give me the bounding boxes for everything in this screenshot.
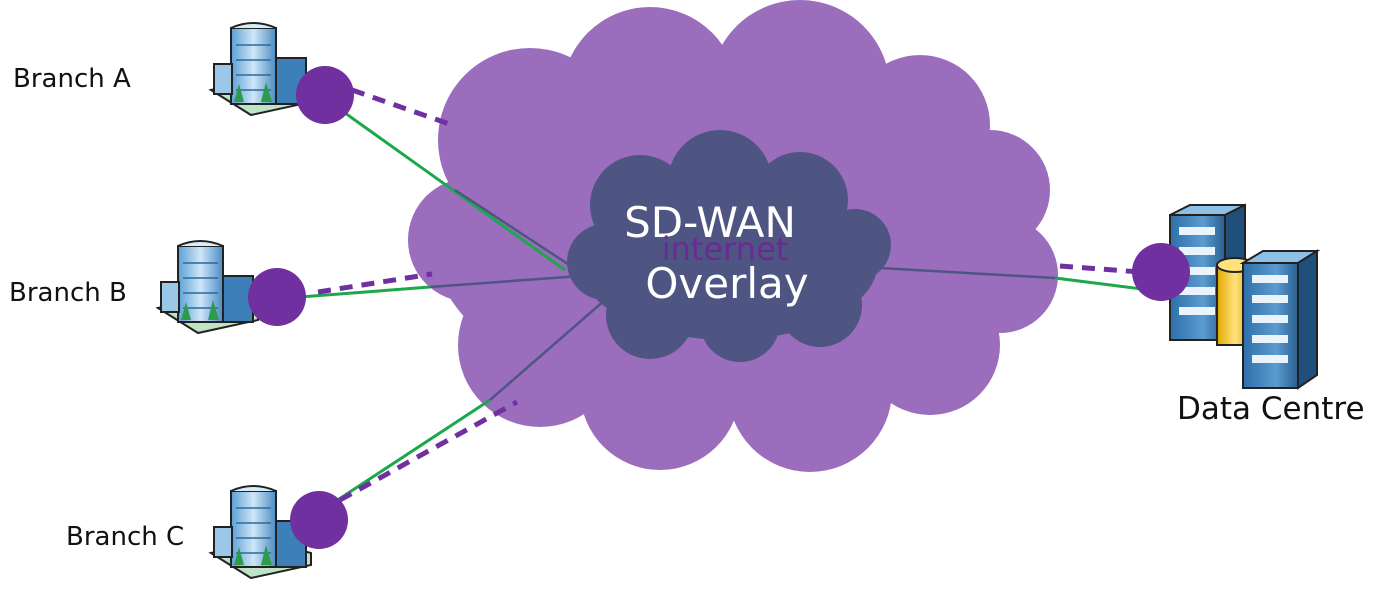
branch-b-label: Branch B xyxy=(9,278,127,308)
overlay-title-line1: SD-WAN xyxy=(624,198,796,247)
branch-b-router-node xyxy=(248,268,306,326)
office-building-icon xyxy=(155,240,259,335)
branch-b-overlay-link xyxy=(429,274,581,289)
internet-cloud xyxy=(408,0,1058,472)
branch-a-building xyxy=(208,22,312,117)
datacentre-label: Data Centre xyxy=(1177,391,1365,427)
branch-b-building xyxy=(155,240,259,335)
links xyxy=(299,87,1151,507)
sdwan-overlay-cloud xyxy=(567,130,891,362)
branch-c-underlay-link xyxy=(329,398,491,507)
branch-c-router-node xyxy=(290,491,348,549)
branch-a-router-node xyxy=(296,66,354,124)
branch-a-label: Branch A xyxy=(13,64,131,94)
branch-a-overlay-link xyxy=(454,188,581,274)
datacenter-servers-icon xyxy=(1169,203,1321,390)
branch-a-tunnel xyxy=(351,87,456,129)
datacentre-router-node xyxy=(1132,243,1190,301)
internet-label: internet xyxy=(661,230,789,268)
branch-b-underlay-link xyxy=(299,285,431,299)
branch-c-label: Branch C xyxy=(66,522,185,552)
datacentre-overlay-link xyxy=(879,266,1056,280)
overlay-title-line2: Overlay xyxy=(645,259,809,308)
branch-c-tunnel xyxy=(338,399,519,503)
datacentre-servers xyxy=(1169,203,1321,390)
office-building-icon xyxy=(208,22,312,117)
branch-c-overlay-link xyxy=(489,299,606,401)
datacentre-tunnel xyxy=(1059,263,1141,275)
datacentre-underlay-link xyxy=(1054,276,1151,292)
branch-a-underlay-link xyxy=(344,111,566,272)
branch-b-tunnel xyxy=(317,271,433,295)
